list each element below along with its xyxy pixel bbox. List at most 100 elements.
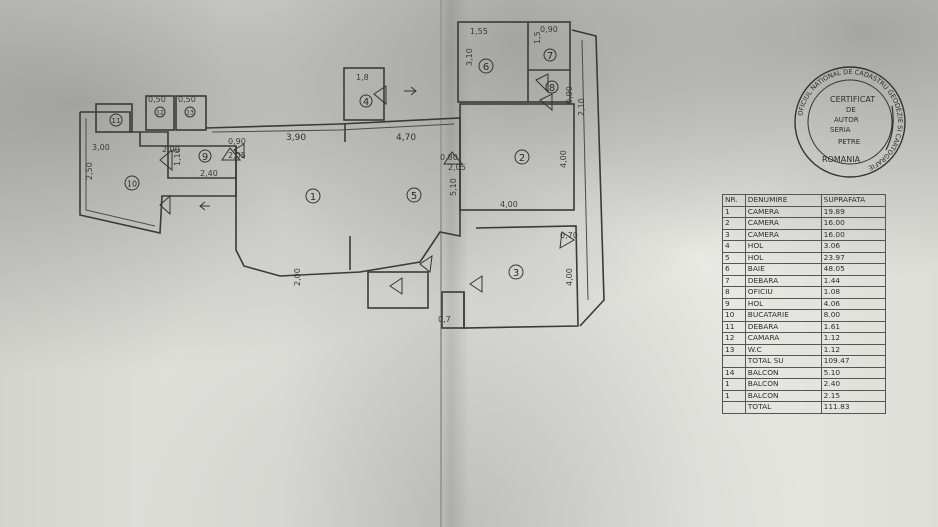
- row-nr: [722, 355, 746, 368]
- row-nr: 12: [722, 332, 746, 345]
- row-name: OFICIU: [744, 286, 822, 299]
- room-9-circle: [198, 149, 212, 163]
- wall-room-4: [343, 67, 385, 121]
- row-nr: 8: [722, 286, 746, 299]
- dim-label: 0,90: [228, 137, 246, 146]
- dim-label: 2,10: [577, 98, 586, 116]
- room-12-number: 12: [156, 110, 164, 117]
- row-nr: 1: [722, 389, 746, 402]
- row-area: 5.10: [820, 366, 887, 379]
- dim-label: 1,10: [173, 148, 182, 166]
- row-area: 3.06: [820, 240, 887, 253]
- row-nr: 13: [722, 343, 746, 356]
- row-area: 1.12: [820, 343, 887, 356]
- wall-hall-9: [139, 132, 237, 178]
- row-nr: 9: [722, 297, 746, 310]
- room-11-circle: [109, 113, 123, 127]
- row-area: 19.89: [820, 205, 887, 218]
- room-4-circle: [359, 94, 373, 108]
- room-5-circle: [406, 187, 422, 203]
- dim-label: 2,00: [293, 268, 302, 286]
- header-nr: NR.: [722, 194, 746, 207]
- row-nr: 2: [722, 217, 746, 230]
- row-nr: 6: [722, 263, 746, 276]
- stamp-line-6: ROMANIA: [822, 155, 861, 164]
- dim-label: 0,50: [178, 95, 196, 104]
- row-name: BALCON: [744, 389, 822, 402]
- dim-label: 0,7: [438, 315, 451, 324]
- row-nr: 14: [722, 366, 746, 379]
- room-5-number: 5: [411, 191, 417, 202]
- room-6-circle: [478, 58, 494, 74]
- stamp-line-1: CERTIFICAT: [830, 95, 875, 104]
- dim-label: 2,00: [162, 145, 180, 154]
- dim-label: 0,50: [148, 95, 166, 104]
- stamp-line-3: AUTOR: [834, 116, 859, 124]
- row-area: 16.00: [820, 228, 887, 241]
- wall-room-2: [459, 103, 575, 211]
- row-name: HOL: [744, 240, 822, 253]
- room-11-number: 11: [112, 117, 121, 125]
- row-area: 4.06: [820, 297, 887, 310]
- row-nr: [722, 401, 746, 414]
- row-area: 8.00: [820, 309, 887, 322]
- room-8-number: 8: [549, 83, 555, 94]
- row-area: 111.83: [820, 401, 887, 414]
- row-area: 1.61: [820, 320, 887, 333]
- row-nr: 1: [722, 205, 746, 218]
- wall-balcony-bottom: [367, 271, 429, 309]
- dim-label: 2,05: [448, 163, 466, 172]
- room-number-markers: 1 2 3 4 5 6 7 8 9 10 11 12 13: [109, 48, 559, 280]
- row-nr: 1: [722, 378, 746, 391]
- room-7-number: 7: [547, 51, 553, 62]
- stamp-inner-ring: [807, 79, 893, 165]
- dim-label: 3,00: [92, 143, 110, 152]
- room-2-circle: [514, 149, 530, 165]
- room-10-circle: [124, 175, 140, 191]
- row-nr: 5: [722, 251, 746, 264]
- wall-living: [205, 117, 461, 277]
- row-nr: 7: [722, 274, 746, 287]
- room-2-number: 2: [519, 153, 525, 164]
- row-area: 48.05: [820, 263, 887, 276]
- dim-label: 4,00: [565, 268, 574, 286]
- room-6-number: 6: [483, 62, 489, 73]
- wall-balcony-right: [571, 29, 605, 327]
- dim-label: 4,70: [396, 133, 416, 143]
- row-name: TOTAL: [744, 401, 822, 414]
- row-area: 23.97: [820, 251, 887, 264]
- stamp-signature: [885, 105, 894, 151]
- dim-label: 0,80: [440, 153, 458, 162]
- room-8-circle: [545, 80, 559, 94]
- row-name: TOTAL SU: [744, 355, 822, 368]
- dim-label: 2,05: [228, 151, 246, 160]
- dim-label: 5,10: [449, 178, 458, 196]
- row-name: W.C: [744, 343, 822, 356]
- door-marks: [159, 73, 575, 295]
- dim-label: 0,90: [540, 25, 558, 34]
- area-table-header: NR. DENUMIRE SUPRAFATA: [722, 194, 887, 207]
- row-name: DEBARA: [744, 274, 822, 287]
- room-12-circle: [154, 106, 166, 118]
- wall-room-13: [175, 95, 207, 131]
- header-name: DENUMIRE: [744, 194, 822, 207]
- room-3-circle: [508, 264, 524, 280]
- dim-label: 3,90: [286, 133, 306, 143]
- stamp-line-4: SERIA: [830, 126, 851, 134]
- stamp-outer-ring: [794, 66, 906, 178]
- room-7-circle: [543, 48, 557, 62]
- room-10-number: 10: [127, 180, 137, 189]
- row-area: 16.00: [820, 217, 887, 230]
